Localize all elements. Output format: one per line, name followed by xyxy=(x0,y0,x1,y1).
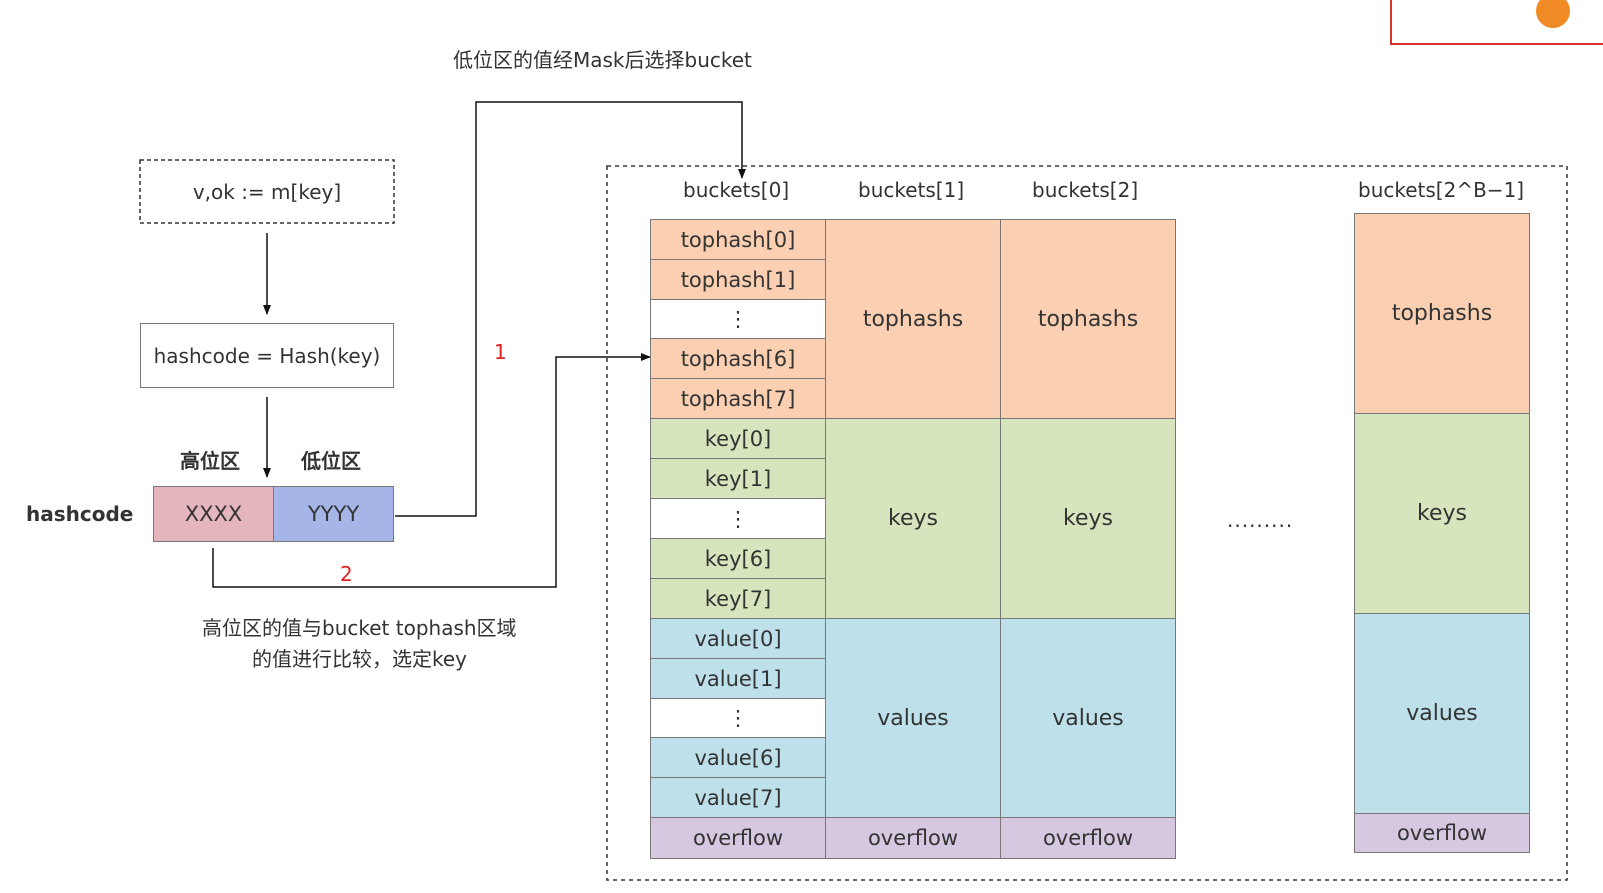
overflow-cell: overflow xyxy=(650,817,826,859)
key-cell: key[0] xyxy=(650,418,826,459)
bucket-n-title: buckets[2^B−1] xyxy=(1358,178,1525,202)
key-ellipsis: ⋮ xyxy=(650,498,826,539)
bucket-1-title: buckets[1] xyxy=(858,178,965,202)
value-cell: value[7] xyxy=(650,777,826,818)
values-block: values xyxy=(1354,613,1530,814)
keys-block: keys xyxy=(1354,413,1530,614)
keys-block: keys xyxy=(825,418,1001,619)
tophashs-block: tophashs xyxy=(825,219,1001,419)
path-2-high-to-tophash xyxy=(212,353,651,588)
low-bits-label: 低位区 xyxy=(301,449,361,473)
buckets-container xyxy=(606,165,1568,881)
low-bits-cell: YYYY xyxy=(273,486,394,542)
high-bits-cell: XXXX xyxy=(153,486,274,542)
bucket-0: tophash[0] tophash[1] ⋮ tophash[6] topha… xyxy=(650,219,826,859)
value-cell: value[1] xyxy=(650,658,826,699)
value-cell: value[6] xyxy=(650,737,826,778)
value-ellipsis: ⋮ xyxy=(650,698,826,738)
overflow-cell: overflow xyxy=(825,817,1001,859)
tophash-cell: tophash[7] xyxy=(650,378,826,419)
hashcode-label: hashcode xyxy=(26,502,134,526)
bucket-last: tophashs keys values overflow xyxy=(1354,213,1530,853)
compare-note-line-2: 的值进行比较，选定key xyxy=(252,647,468,671)
values-block: values xyxy=(1000,618,1176,818)
key-cell: key[7] xyxy=(650,578,826,619)
corner-widget xyxy=(1390,0,1603,45)
lookup-box-border xyxy=(139,159,395,224)
mask-note: 低位区的值经Mask后选择bucket xyxy=(453,48,752,72)
high-bits-label: 高位区 xyxy=(180,449,240,473)
overflow-cell: overflow xyxy=(1354,813,1530,853)
tophash-cell: tophash[1] xyxy=(650,259,826,300)
overflow-cell: overflow xyxy=(1000,817,1176,859)
bucket-0-title: buckets[0] xyxy=(683,178,790,202)
keys-block: keys xyxy=(1000,418,1176,619)
key-cell: key[1] xyxy=(650,458,826,499)
bucket-1: tophashs keys values overflow xyxy=(825,219,1001,859)
lookup-expression: v,ok := m[key] xyxy=(192,179,342,204)
values-block: values xyxy=(825,618,1001,818)
tophash-cell: tophash[0] xyxy=(650,219,826,260)
hash-expression: hashcode = Hash(key) xyxy=(140,323,394,388)
key-cell: key[6] xyxy=(650,538,826,579)
logo-icon xyxy=(1536,0,1570,28)
tophash-ellipsis: ⋮ xyxy=(650,299,826,339)
path-1-low-to-bucket xyxy=(395,101,746,517)
tophashs-block: tophashs xyxy=(1000,219,1176,419)
tophash-cell: tophash[6] xyxy=(650,338,826,379)
bucket-2: tophashs keys values overflow xyxy=(1000,219,1176,859)
step-1-label: 1 xyxy=(494,340,507,364)
compare-note-line-1: 高位区的值与bucket tophash区域 xyxy=(202,616,517,640)
bucket-2-title: buckets[2] xyxy=(1032,178,1139,202)
buckets-ellipsis: ......... xyxy=(1227,508,1294,532)
step-2-label: 2 xyxy=(340,562,353,586)
value-cell: value[0] xyxy=(650,618,826,659)
tophashs-block: tophashs xyxy=(1354,213,1530,414)
